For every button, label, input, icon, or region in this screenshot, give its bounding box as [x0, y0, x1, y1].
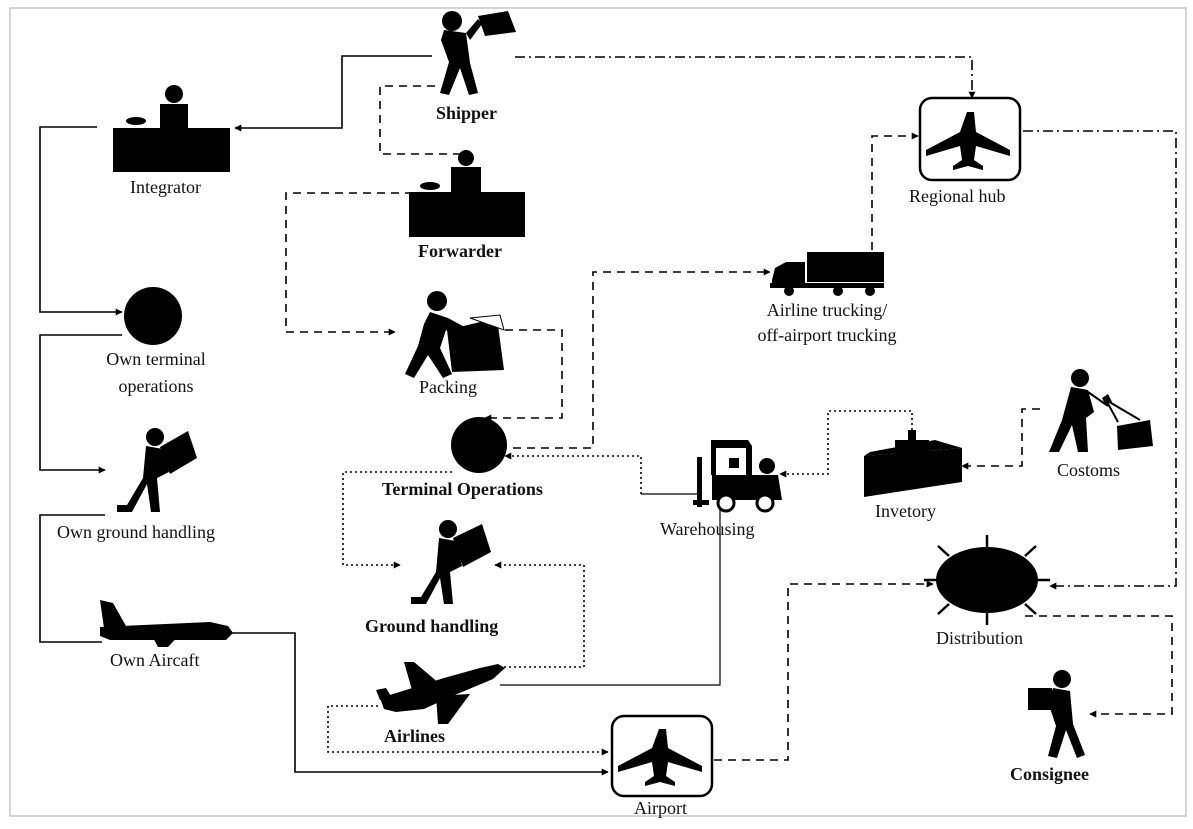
label-forwarder: Forwarder: [418, 241, 502, 261]
label-trucking-line2: off-airport trucking: [757, 325, 897, 345]
costoms-icon: [1049, 369, 1153, 452]
edge-shipper-forwarder: [379, 85, 460, 155]
edge-terminal-ground: [342, 471, 452, 569]
label-packing: Packing: [419, 377, 477, 397]
label-integrator: Integrator: [130, 177, 201, 197]
edge-terminal-trucking: [485, 268, 771, 449]
label-own-terminal-line2: operations: [118, 376, 194, 396]
edge-airport-distribution: [714, 580, 934, 761]
label-airlines: Airlines: [384, 726, 445, 746]
edge-distribution-consignee: [1025, 615, 1173, 718]
label-warehousing: Warehousing: [660, 519, 755, 539]
warehouse-forklift-icon: [693, 440, 782, 513]
edge-own-ground-own-aircaft: [39, 514, 105, 643]
label-trucking-line1: Airline trucking/: [766, 300, 888, 320]
edge-airlines-ground: [494, 561, 585, 668]
airport-icon: [610, 714, 714, 798]
own-aircaft-icon: [100, 600, 233, 647]
ground-handling-icon: [411, 520, 491, 604]
label-own-aircaft: Own Aircaft: [110, 650, 200, 670]
own-terminal-icon: [124, 287, 182, 345]
regional-hub-icon: [918, 96, 1022, 182]
label-invetory: Invetory: [875, 501, 936, 521]
label-own-terminal-line1: Own terminal: [106, 349, 206, 369]
edge-forwarder-packing: [285, 192, 413, 336]
forwarder-icon: [409, 150, 525, 237]
label-consignee: Consignee: [1010, 764, 1090, 784]
airlines-icon: [376, 662, 505, 724]
edge-shipper-integrator: [234, 55, 432, 132]
edge-own-terminal-own-ground: [39, 334, 122, 474]
edge-own-aircaft-airport: [231, 632, 609, 776]
edge-hub-distribution: [1023, 130, 1177, 590]
invetory-icon: [864, 430, 962, 497]
distribution-icon: [924, 535, 1050, 625]
label-distribution: Distribution: [936, 628, 1024, 648]
edge-airlines-warehouse: [500, 505, 721, 686]
label-airport: Airport: [634, 798, 687, 818]
own-ground-handling-icon: [117, 428, 197, 512]
edge-packing-terminal: [484, 329, 563, 422]
label-own-ground-handling: Own ground handling: [57, 522, 215, 542]
edge-airlines-airport: [327, 705, 609, 756]
label-shipper: Shipper: [436, 103, 498, 123]
edge-shipper-hub: [515, 56, 976, 99]
integrator-icon: [113, 85, 230, 172]
edge-costoms-invetory: [961, 408, 1040, 470]
truck-icon: [770, 252, 884, 296]
label-costoms: Costoms: [1057, 460, 1121, 480]
label-ground-handling: Ground handling: [365, 616, 499, 636]
edge-invetory-warehouse: [779, 410, 913, 478]
edge-trucking-hub: [871, 132, 919, 250]
edge-integrator-own-terminal: [39, 126, 123, 316]
packing-icon: [405, 291, 505, 378]
consignee-icon: [1028, 670, 1085, 758]
frame-border: [9, 7, 1187, 817]
terminal-operations-icon: [451, 417, 507, 473]
label-terminal-operations: Terminal Operations: [382, 479, 543, 499]
shipper-icon: [440, 11, 516, 95]
label-regional-hub: Regional hub: [909, 186, 1006, 206]
